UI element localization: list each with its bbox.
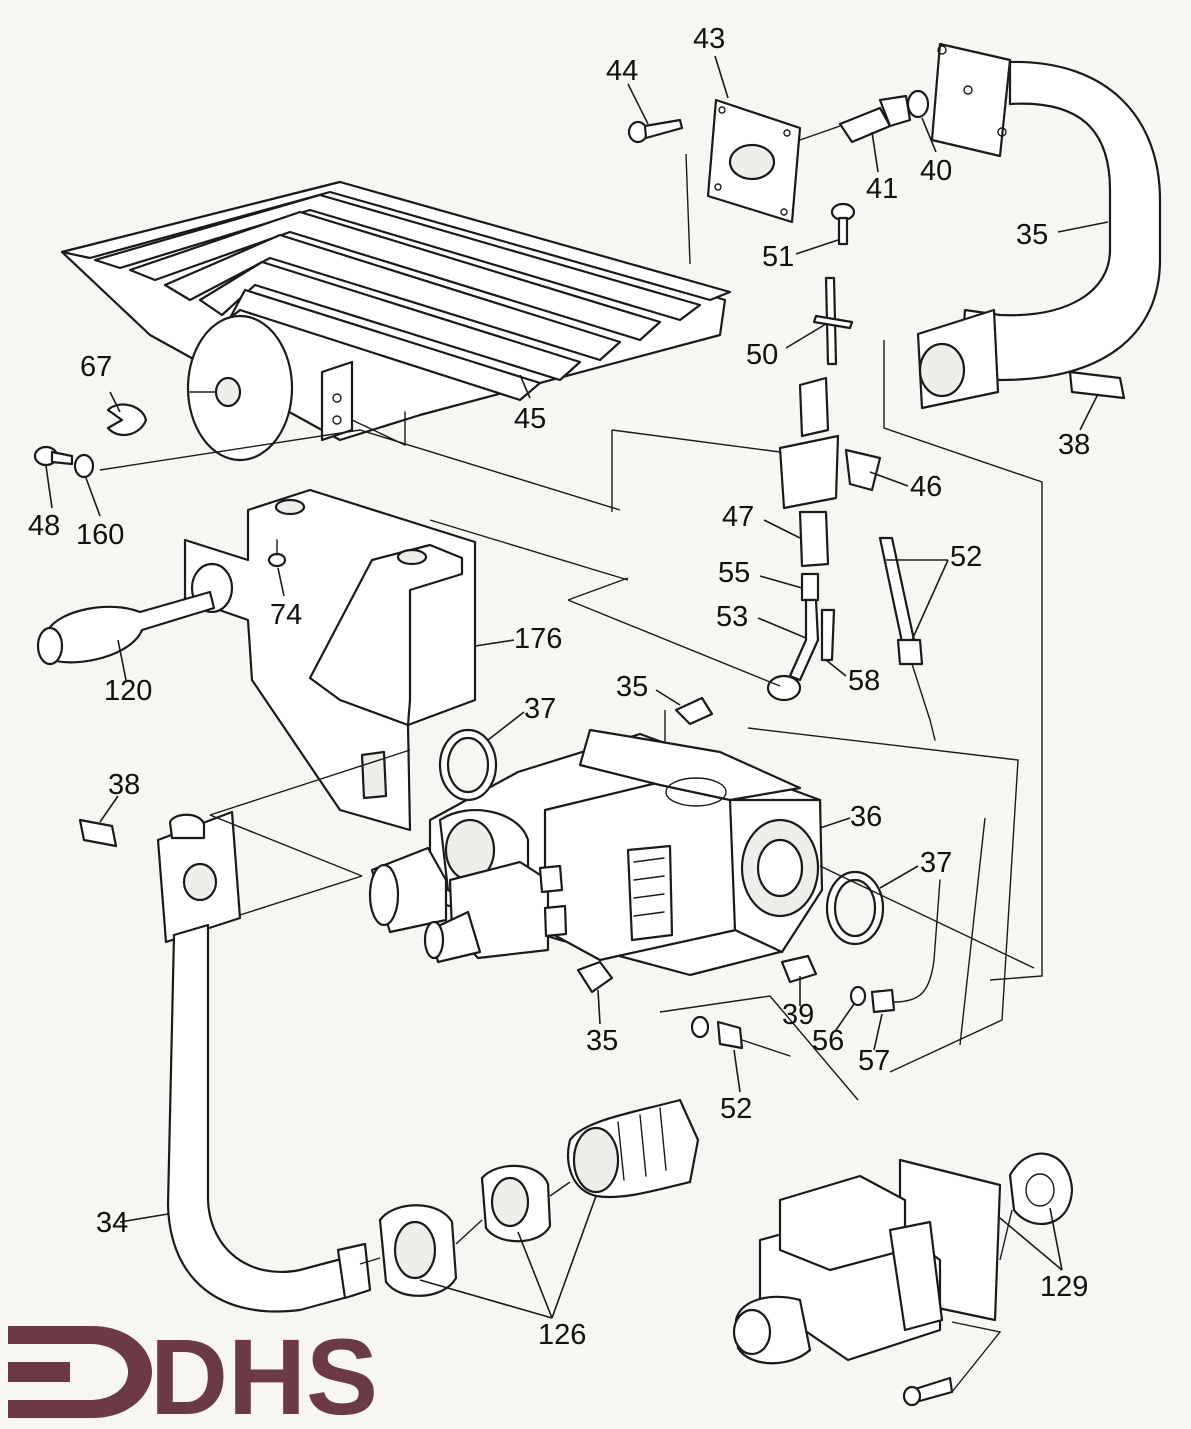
callout-43: 43 [693, 23, 725, 55]
callout-35-mid: 35 [616, 671, 648, 703]
callout-50: 50 [746, 339, 778, 371]
connector-35-low [576, 960, 614, 994]
callout-37-right: 37 [920, 847, 952, 879]
callout-53: 53 [716, 601, 748, 633]
callout-48: 48 [28, 510, 60, 542]
pilot-burner-46 [778, 376, 882, 510]
washer-40 [906, 89, 930, 119]
callout-160: 160 [76, 519, 124, 551]
union-fittings-126 [378, 1098, 700, 1297]
callout-176: 176 [514, 623, 562, 655]
nut-57 [870, 879, 941, 1014]
callout-44: 44 [606, 55, 638, 87]
callout-39: 39 [782, 999, 814, 1031]
callout-56: 56 [812, 1025, 844, 1057]
callout-46: 46 [910, 471, 942, 503]
callout-38-left: 38 [108, 769, 140, 801]
clip-67 [106, 403, 148, 437]
washer-160 [73, 453, 95, 479]
callout-57: 57 [858, 1045, 890, 1077]
callout-74: 74 [270, 599, 302, 631]
flue-pipe-35 [916, 42, 1162, 410]
inlet-pipe-34 [156, 810, 372, 1313]
nut-47 [798, 510, 830, 568]
callout-47: 47 [722, 501, 754, 533]
callout-67: 67 [80, 351, 112, 383]
callout-labels: 44 43 41 40 35 51 50 67 45 38 46 48 160 … [28, 23, 1090, 1351]
assembly-guide-lines [99, 125, 1043, 1393]
screw-51 [830, 202, 856, 246]
nipple-39 [780, 954, 818, 984]
nut-56 [849, 985, 867, 1007]
callout-35-low: 35 [586, 1025, 618, 1057]
nut-41 [838, 94, 912, 144]
callout-36: 36 [850, 801, 882, 833]
thermocouple-52 [878, 536, 936, 741]
callout-41: 41 [866, 173, 898, 205]
callout-38-top: 38 [1058, 429, 1090, 461]
screw-74 [267, 539, 287, 568]
callout-51: 51 [762, 241, 794, 273]
flange-plate-43 [706, 98, 802, 224]
burner-assembly [60, 180, 732, 462]
callout-52-low: 52 [720, 1093, 752, 1125]
callout-35-top: 35 [1016, 219, 1048, 251]
screw-44 [627, 118, 684, 144]
o-ring-37-left [438, 728, 498, 802]
callout-37-left: 37 [524, 693, 556, 725]
cover-176 [183, 488, 477, 832]
dhs-logo: DHS [8, 1316, 378, 1429]
spark-electrode-120 [36, 590, 216, 666]
thermocouple-52-low [690, 1015, 791, 1057]
bolt-38-left [78, 818, 118, 848]
connector-35-mid [674, 696, 714, 726]
callout-52-top: 52 [950, 541, 982, 573]
bolt-38-top [1068, 370, 1126, 400]
callout-126: 126 [538, 1319, 586, 1351]
gas-valve-36 [368, 728, 824, 977]
leader-lines [45, 55, 1109, 1319]
logo-text: DHS [150, 1316, 378, 1429]
callout-34: 34 [96, 1207, 128, 1239]
callout-120: 120 [104, 675, 152, 707]
gas-cock-129 [732, 1152, 1074, 1407]
callout-129: 129 [1040, 1271, 1088, 1303]
arrow-logo-icon [8, 1326, 152, 1418]
callout-58: 58 [848, 665, 880, 697]
callout-55: 55 [718, 557, 750, 589]
callout-40: 40 [920, 155, 952, 187]
olive-55 [800, 572, 820, 602]
screw-48 [33, 445, 74, 467]
pilot-pipe-53 [766, 598, 836, 702]
pilot-electrode-50 [812, 276, 854, 366]
callout-45: 45 [514, 403, 546, 435]
